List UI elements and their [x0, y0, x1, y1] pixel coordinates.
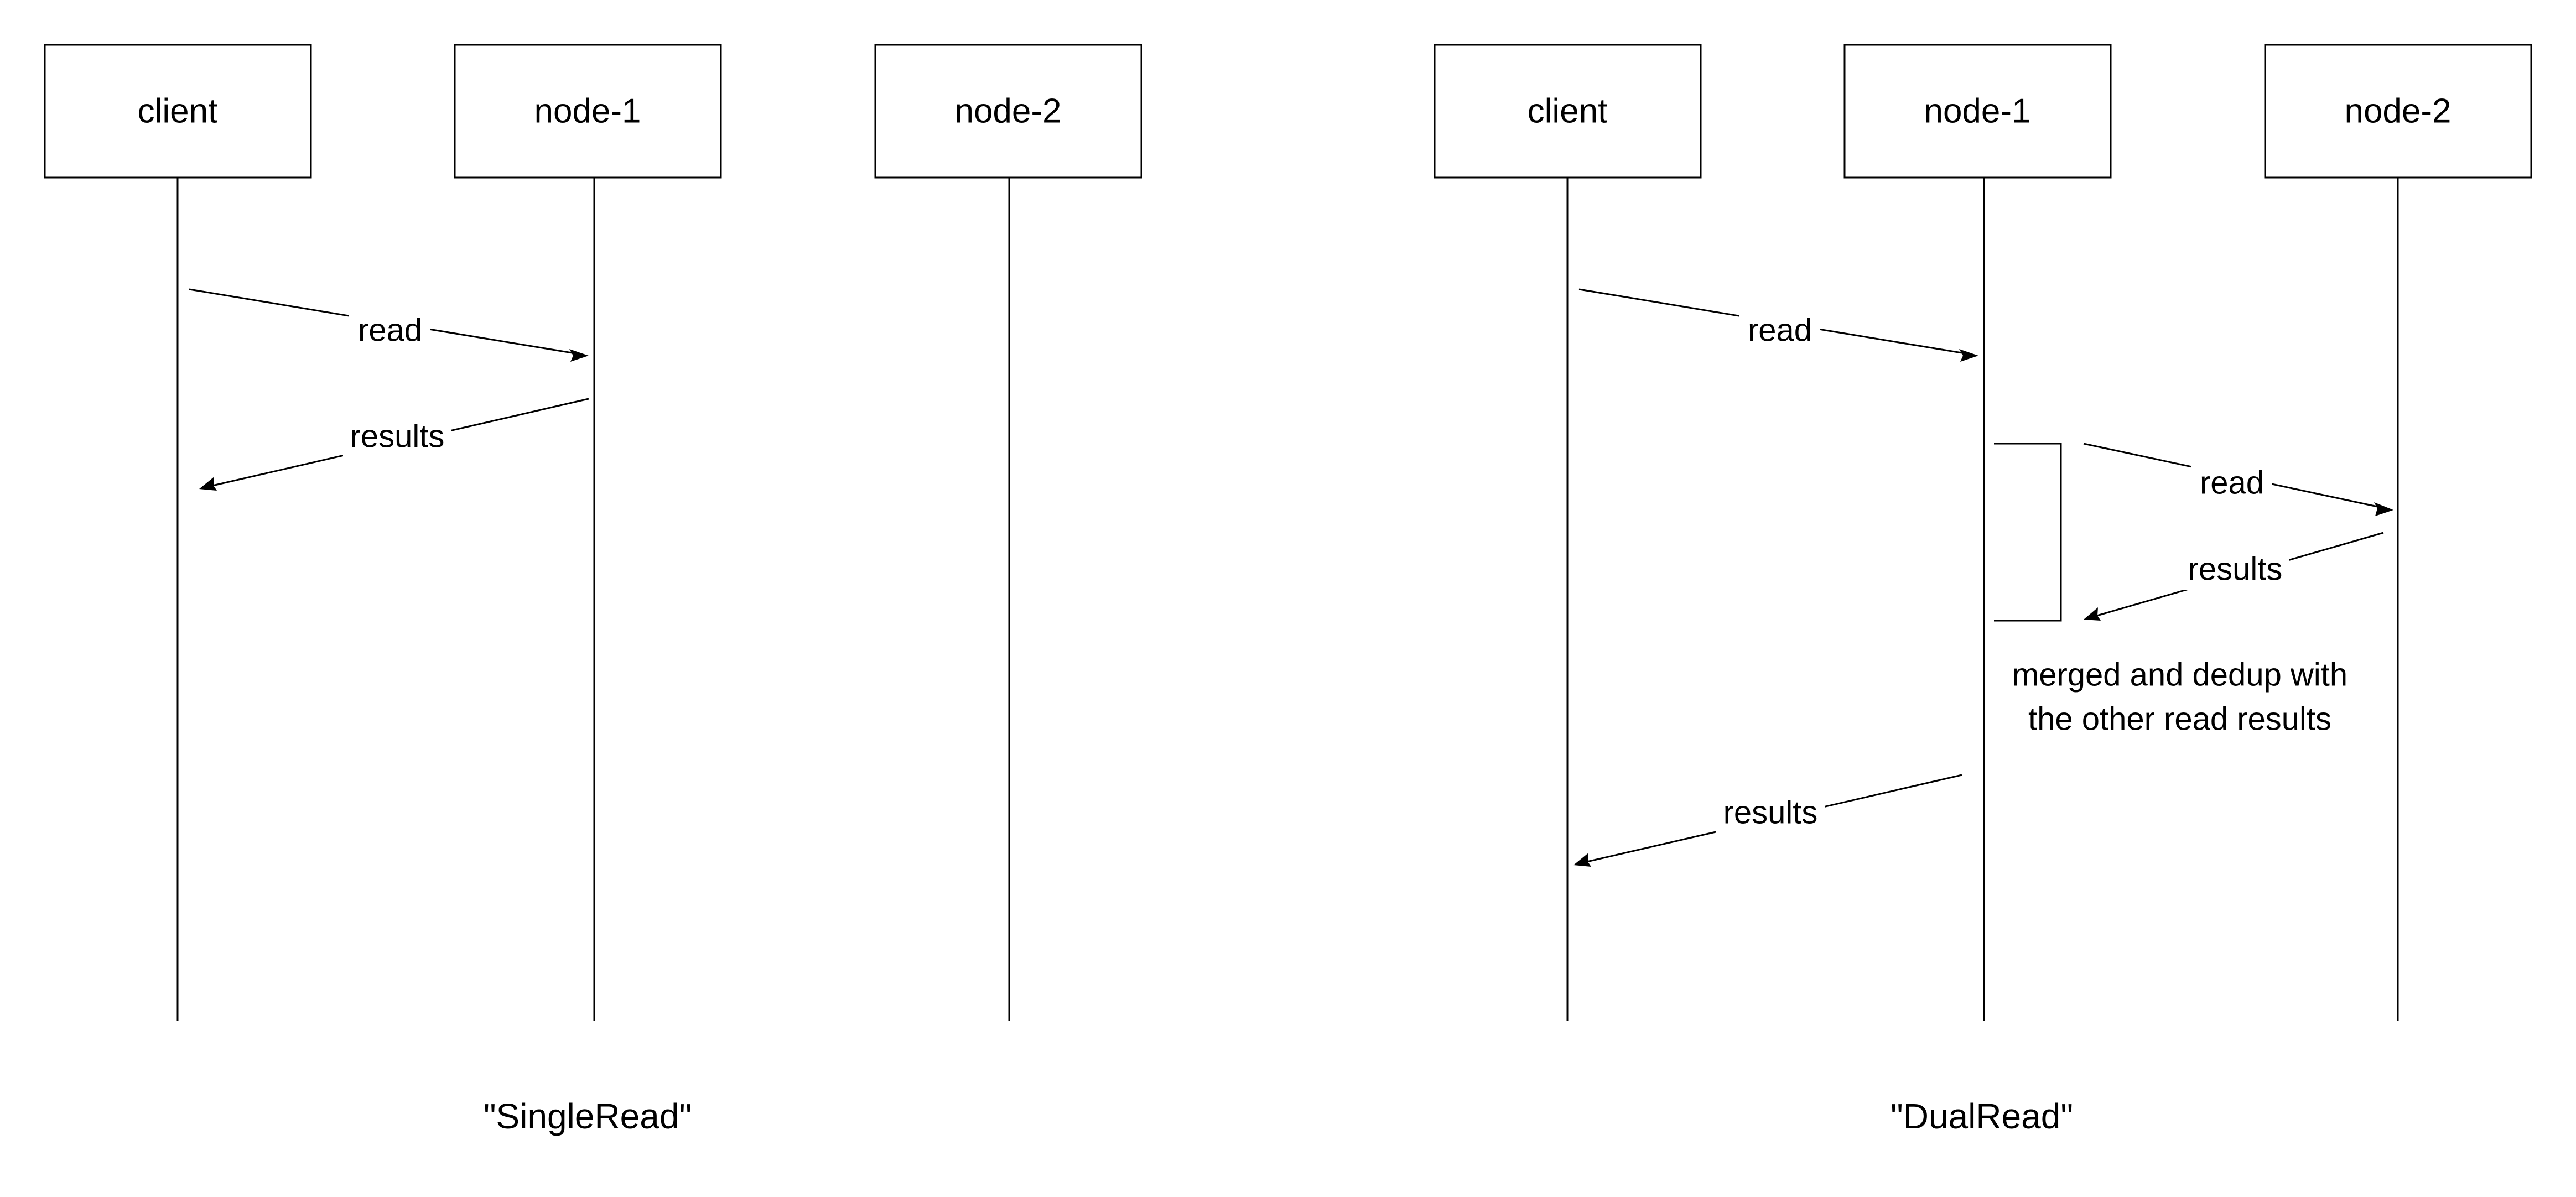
panel-caption: "SingleRead" [484, 1096, 692, 1136]
note-line-2: the other read results [2028, 701, 2331, 737]
arrowhead [2374, 502, 2393, 516]
participant-box [1843, 44, 2112, 179]
participant-node-2: node-2 [874, 44, 1142, 179]
participant-client: client [44, 44, 312, 179]
single-read-panel: client node-1 node-2 read results [44, 44, 1142, 1136]
participant-label: node-1 [1924, 92, 2030, 131]
arrowhead [199, 477, 217, 491]
participant-box [874, 44, 1142, 179]
label-background [1716, 792, 1825, 833]
participant-box [2264, 44, 2532, 179]
participant-label: node-2 [954, 92, 1061, 131]
arrowhead [1959, 349, 1978, 362]
panel-caption: "DualRead" [1891, 1096, 2073, 1136]
merge-note: merged and dedup with the other read res… [2012, 657, 2348, 737]
message-final-results: results [1573, 774, 1962, 867]
message-read: read [189, 288, 589, 362]
note-line-1: merged and dedup with [2012, 657, 2348, 693]
message-label: read [358, 313, 422, 348]
participant-node-1: node-1 [454, 44, 722, 179]
message-label: results [350, 419, 445, 455]
participant-label: client [1528, 92, 1608, 131]
message-results: results [199, 398, 589, 491]
message-label: read [1748, 313, 1812, 348]
arrowhead [569, 349, 589, 362]
message-read: read [1578, 288, 1978, 362]
merge-bracket [1994, 443, 2062, 622]
dual-read-panel: client node-1 node-2 read read [1434, 44, 2532, 1136]
arrowhead [1573, 853, 1591, 867]
participant-box [454, 44, 722, 179]
label-background [349, 310, 430, 351]
participant-node-2: node-2 [2264, 44, 2532, 179]
participant-node-1: node-1 [1843, 44, 2112, 179]
participant-client: client [1434, 44, 1702, 179]
participant-label: node-1 [534, 92, 641, 131]
participant-label: client [138, 92, 218, 131]
participant-box [1434, 44, 1702, 179]
arrowhead [2084, 607, 2101, 621]
message-fanout-results: results [2084, 532, 2384, 621]
label-background [343, 416, 451, 457]
participant-box [44, 44, 312, 179]
message-label: results [2188, 551, 2283, 587]
message-label: read [2200, 465, 2264, 501]
label-background [2181, 549, 2289, 590]
message-label: results [1723, 795, 1818, 831]
label-background [2191, 462, 2272, 503]
message-fanout-read: read [2083, 443, 2393, 516]
participant-label: node-2 [2344, 92, 2451, 131]
label-background [1739, 310, 1820, 351]
